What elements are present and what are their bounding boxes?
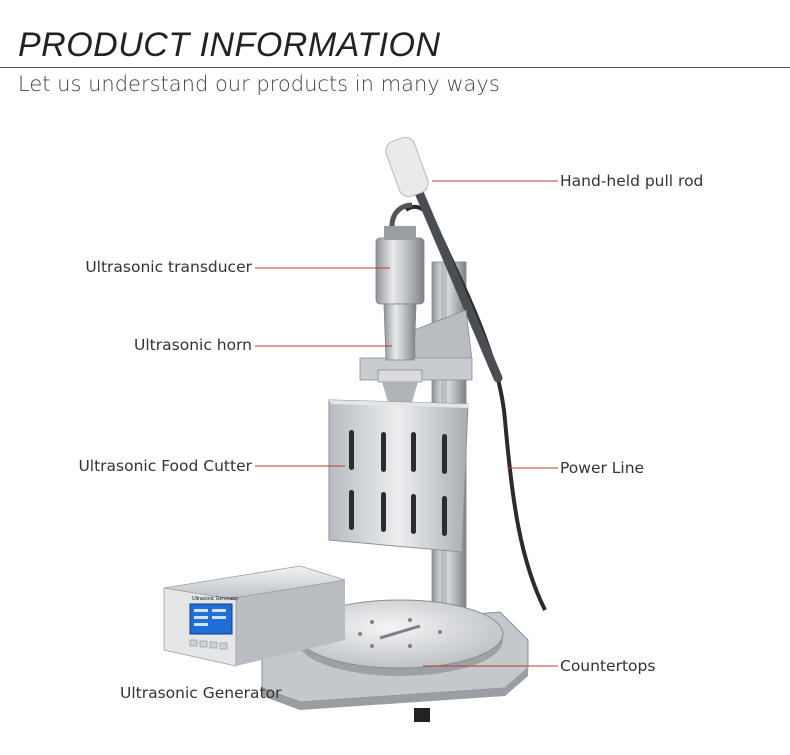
title-divider bbox=[0, 67, 790, 68]
label-hand-held-pull-rod: Hand-held pull rod bbox=[560, 172, 704, 190]
label-ultrasonic-transducer: Ultrasonic transducer bbox=[85, 258, 252, 276]
leader-lines bbox=[255, 180, 558, 667]
transducer-body bbox=[375, 237, 425, 305]
label-power-line: Power Line bbox=[560, 459, 645, 477]
horn-body bbox=[383, 303, 417, 361]
label-ultrasonic-horn: Ultrasonic horn bbox=[134, 336, 252, 354]
food-cutter-blade bbox=[328, 399, 470, 553]
label-ultrasonic-generator: Ultrasonic Generator bbox=[120, 684, 282, 702]
label-ultrasonic-food-cutter: Ultrasonic Food Cutter bbox=[78, 457, 252, 475]
generator-box bbox=[163, 565, 346, 667]
pull-rod bbox=[385, 136, 503, 383]
generator-panel-text: Ultrasonic Generator bbox=[192, 596, 238, 602]
page-subtitle: Let us understand our products in many w… bbox=[18, 72, 500, 96]
page-title: PRODUCT INFORMATION bbox=[18, 26, 441, 64]
label-countertops: Countertops bbox=[560, 657, 656, 675]
